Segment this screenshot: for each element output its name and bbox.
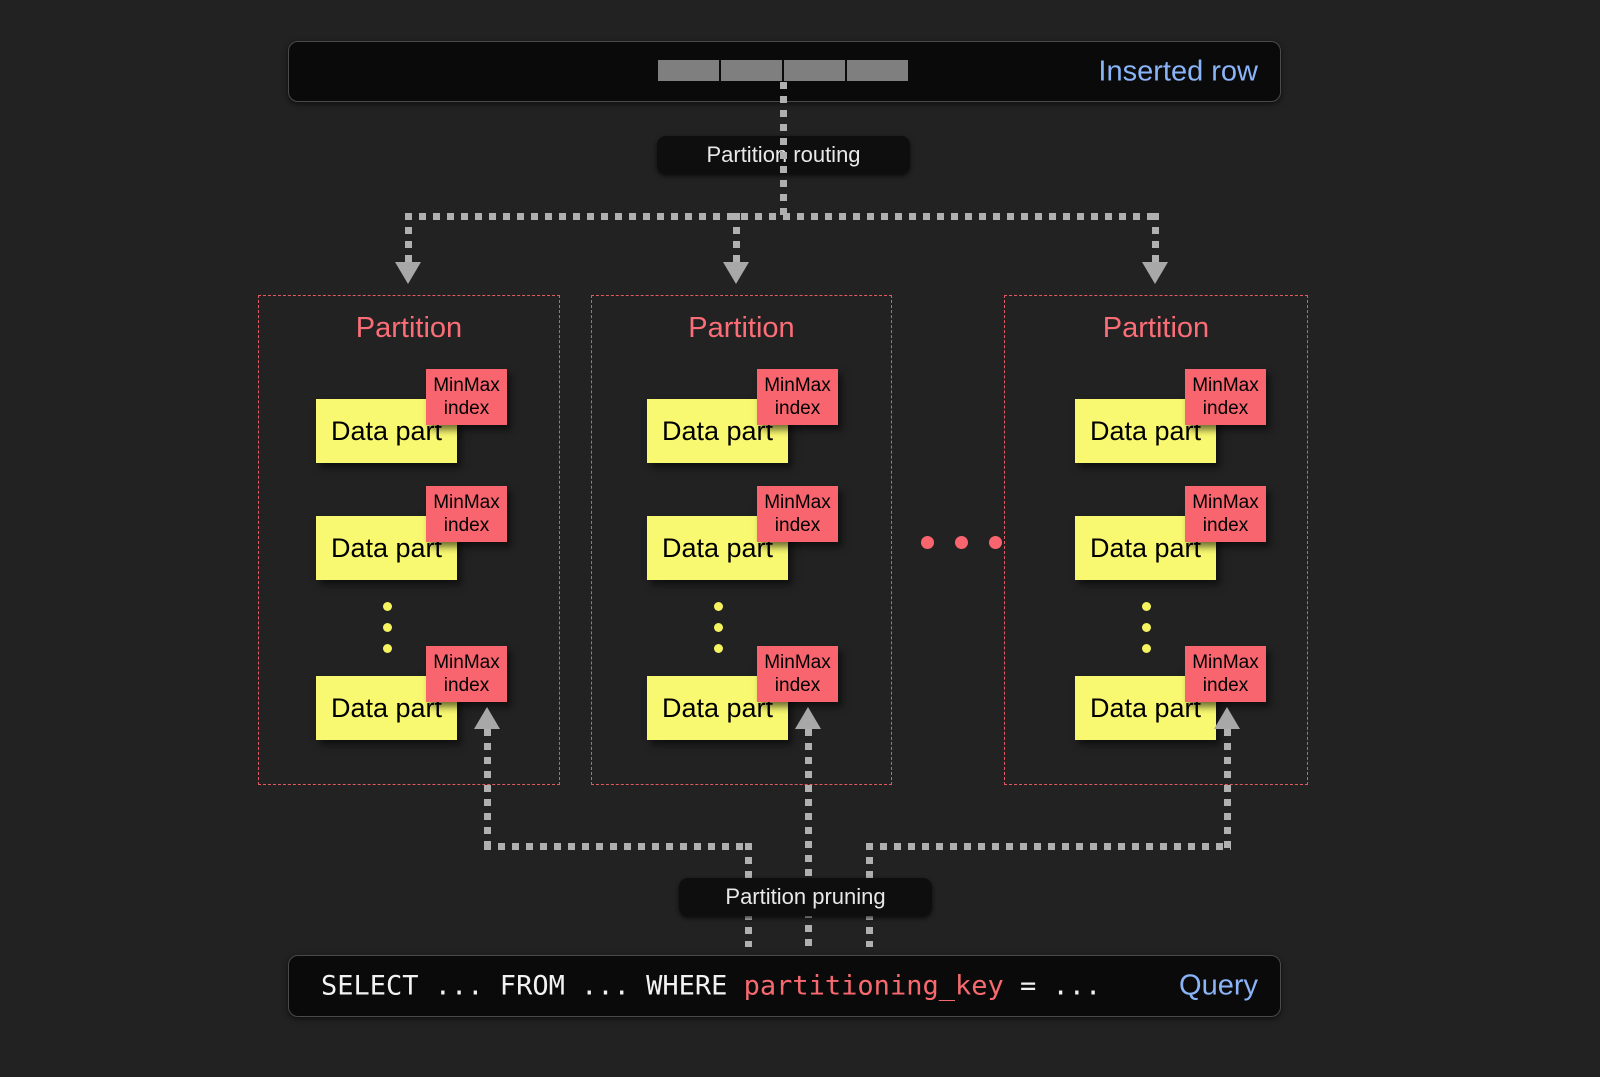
data-part-ellipsis-1 (383, 602, 392, 653)
arrow-up-partition-1 (474, 707, 500, 729)
query-bar: SELECT ... FROM ... WHERE partitioning_k… (288, 955, 1281, 1017)
arrow-down-partition-1 (395, 262, 421, 284)
minmax-index-line2: index (1202, 515, 1249, 536)
minmax-index-line2: index (774, 675, 821, 696)
inserted-row-cell (784, 60, 845, 81)
minmax-index-line1: MinMax (433, 492, 500, 513)
minmax-index-line1: MinMax (1192, 375, 1259, 396)
connector-gather-right (866, 843, 1231, 850)
minmax-index-line1: MinMax (1192, 652, 1259, 673)
minmax-index-line1: MinMax (1192, 492, 1259, 513)
minmax-index-line2: index (443, 675, 490, 696)
connector-gather-left (484, 843, 752, 850)
minmax-index-line2: index (443, 515, 490, 536)
connector-partition-3-down (1224, 729, 1231, 849)
arrow-up-partition-3 (1214, 707, 1240, 729)
sql-prefix: SELECT ... FROM ... WHERE (321, 970, 744, 1002)
query-sql-text: SELECT ... FROM ... WHERE partitioning_k… (321, 971, 1101, 1002)
connector-bus-to-partition-2 (733, 213, 740, 266)
data-part-ellipsis-3 (1142, 602, 1151, 653)
minmax-index-line1: MinMax (764, 492, 831, 513)
minmax-index-line2: index (774, 398, 821, 419)
connector-bus-to-partition-3 (1152, 213, 1159, 266)
inserted-row-cell (847, 60, 908, 81)
data-part-box: Data part (316, 399, 457, 463)
minmax-index-line1: MinMax (433, 375, 500, 396)
partition-pruning-label: Partition pruning (725, 884, 886, 909)
arrow-up-partition-2 (795, 707, 821, 729)
data-part-ellipsis-2 (714, 602, 723, 653)
partition-title-2: Partition (688, 312, 795, 344)
connector-partition-2-down (805, 729, 812, 947)
data-part-box: Data part (1075, 676, 1216, 740)
inserted-row-cells (658, 60, 908, 81)
inserted-row-cell (658, 60, 719, 81)
sql-suffix: = ... (1003, 970, 1102, 1002)
arrow-down-partition-2 (723, 262, 749, 284)
connector-routing-to-bus (780, 138, 787, 220)
partition-title-1: Partition (355, 312, 463, 344)
minmax-index-line2: index (1202, 398, 1249, 419)
partition-ellipsis (921, 536, 1002, 549)
sql-partitioning-key: partitioning_key (743, 970, 1004, 1002)
query-label: Query (1179, 969, 1258, 1002)
minmax-index-line1: MinMax (764, 375, 831, 396)
partition-pruning-box: Partition pruning (679, 878, 932, 916)
minmax-index-line2: index (774, 515, 821, 536)
partition-title-3: Partition (1102, 312, 1210, 344)
minmax-index-line1: MinMax (764, 652, 831, 673)
arrow-down-partition-3 (1142, 262, 1168, 284)
connector-row-to-routing (780, 82, 787, 138)
inserted-row-cell (721, 60, 782, 81)
inserted-row-label: Inserted row (1098, 55, 1258, 87)
connector-partition-1-down (484, 729, 491, 849)
minmax-index-line2: index (1202, 675, 1249, 696)
minmax-index-line2: index (443, 398, 490, 419)
minmax-index-line1: MinMax (433, 652, 500, 673)
connector-bus-to-partition-1 (405, 213, 412, 266)
